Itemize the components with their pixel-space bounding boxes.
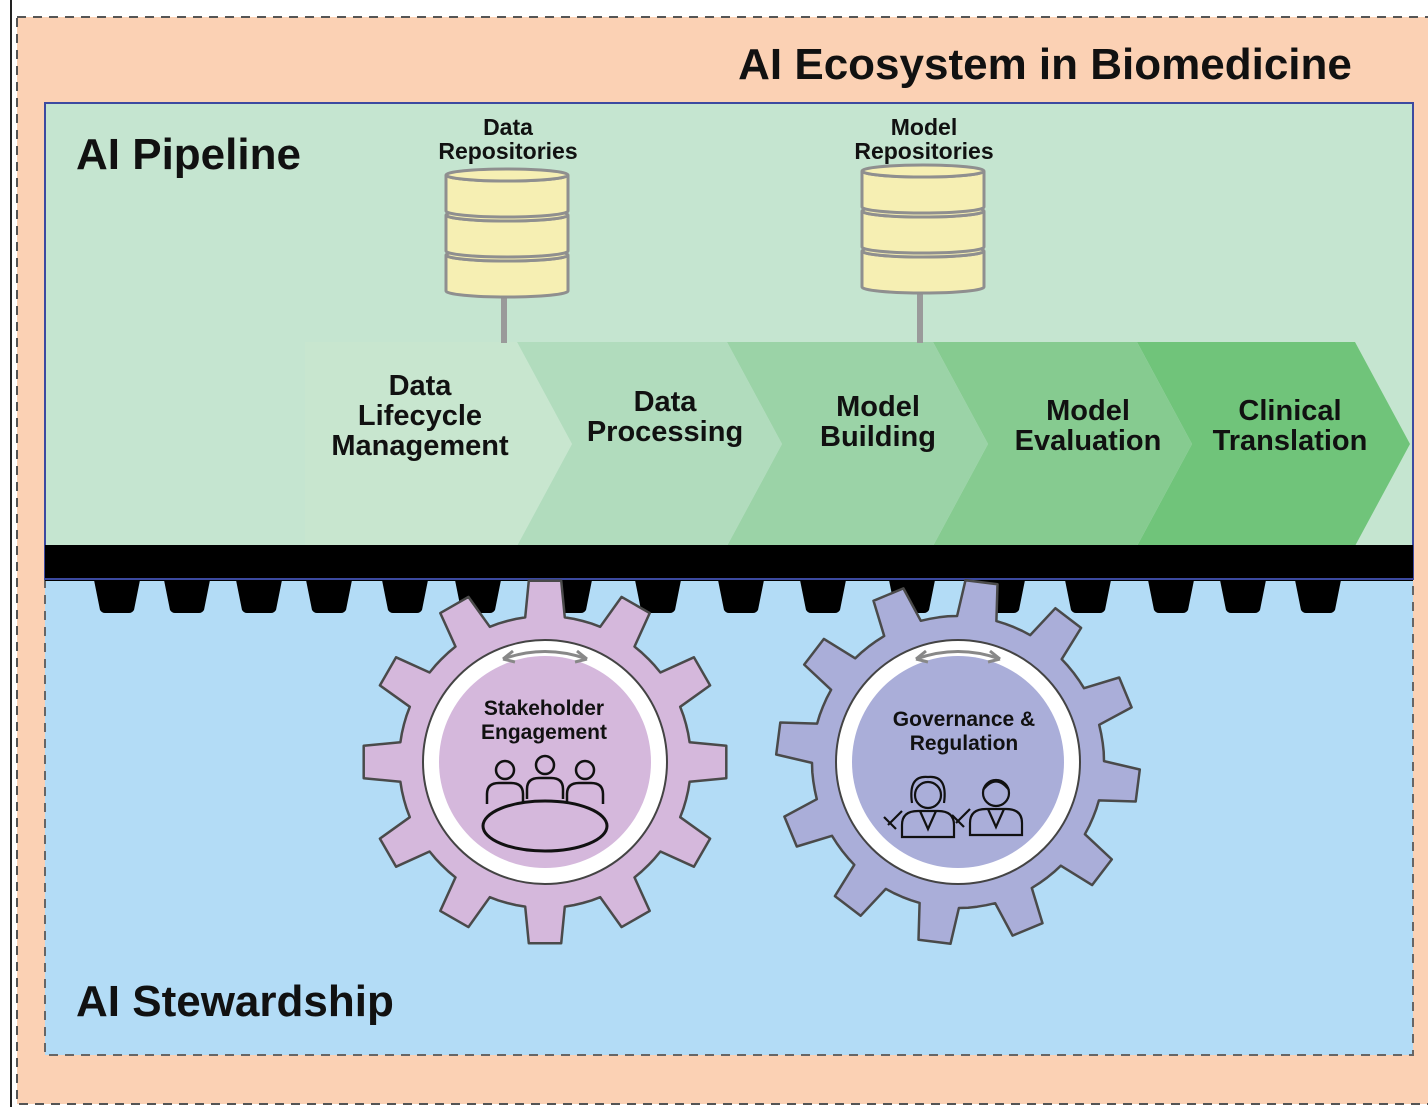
chevron-clinical-translation [1137, 342, 1410, 546]
rack-tooth [236, 580, 282, 613]
step-model-evaluation: Model Evaluation [1014, 395, 1162, 457]
stakeholder-engagement-label: Stakeholder Engagement [480, 697, 608, 744]
stewardship-title: AI Stewardship [76, 977, 394, 1026]
step-clinical-translation: Clinical Translation [1212, 395, 1368, 457]
rack-tooth [1148, 580, 1194, 613]
judges-icon [883, 775, 1024, 839]
data-database-icon [444, 167, 570, 299]
rack-tooth [94, 580, 140, 613]
model-database-icon [860, 163, 986, 295]
rack-tooth [718, 580, 764, 613]
step-model-building: Model Building [820, 391, 936, 453]
rack-tooth [1220, 580, 1266, 613]
meeting-table-icon [481, 754, 609, 853]
stewardship-panel [44, 577, 1414, 1056]
rack-tooth [164, 580, 210, 613]
main-title: AI Ecosystem in Biomedicine [738, 40, 1352, 89]
chevron-data-processing [517, 342, 782, 546]
rotation-arrow-icon [502, 649, 588, 664]
rotation-arrow-icon [915, 649, 1001, 664]
rack-tooth [635, 580, 681, 613]
rack-tooth [800, 580, 846, 613]
rack-tooth [1065, 580, 1111, 613]
chevron-model-evaluation [933, 342, 1192, 546]
governance-regulation-label: Governance & Regulation [892, 708, 1036, 755]
chevron-model-building [727, 342, 988, 546]
rack-tooth [382, 580, 428, 613]
rack-tooth [1295, 580, 1341, 613]
data-repositories-label: Data Repositories [438, 114, 578, 164]
chevron-data-lifecycle-management [305, 342, 572, 546]
step-data-lifecycle-management: Data Lifecycle Management [331, 370, 509, 462]
model-repositories-label: Model Repositories [854, 114, 994, 164]
step-data-processing: Data Processing [586, 386, 744, 448]
rack-tooth [306, 580, 352, 613]
rack-bar [45, 545, 1413, 581]
pipeline-title: AI Pipeline [76, 130, 301, 179]
